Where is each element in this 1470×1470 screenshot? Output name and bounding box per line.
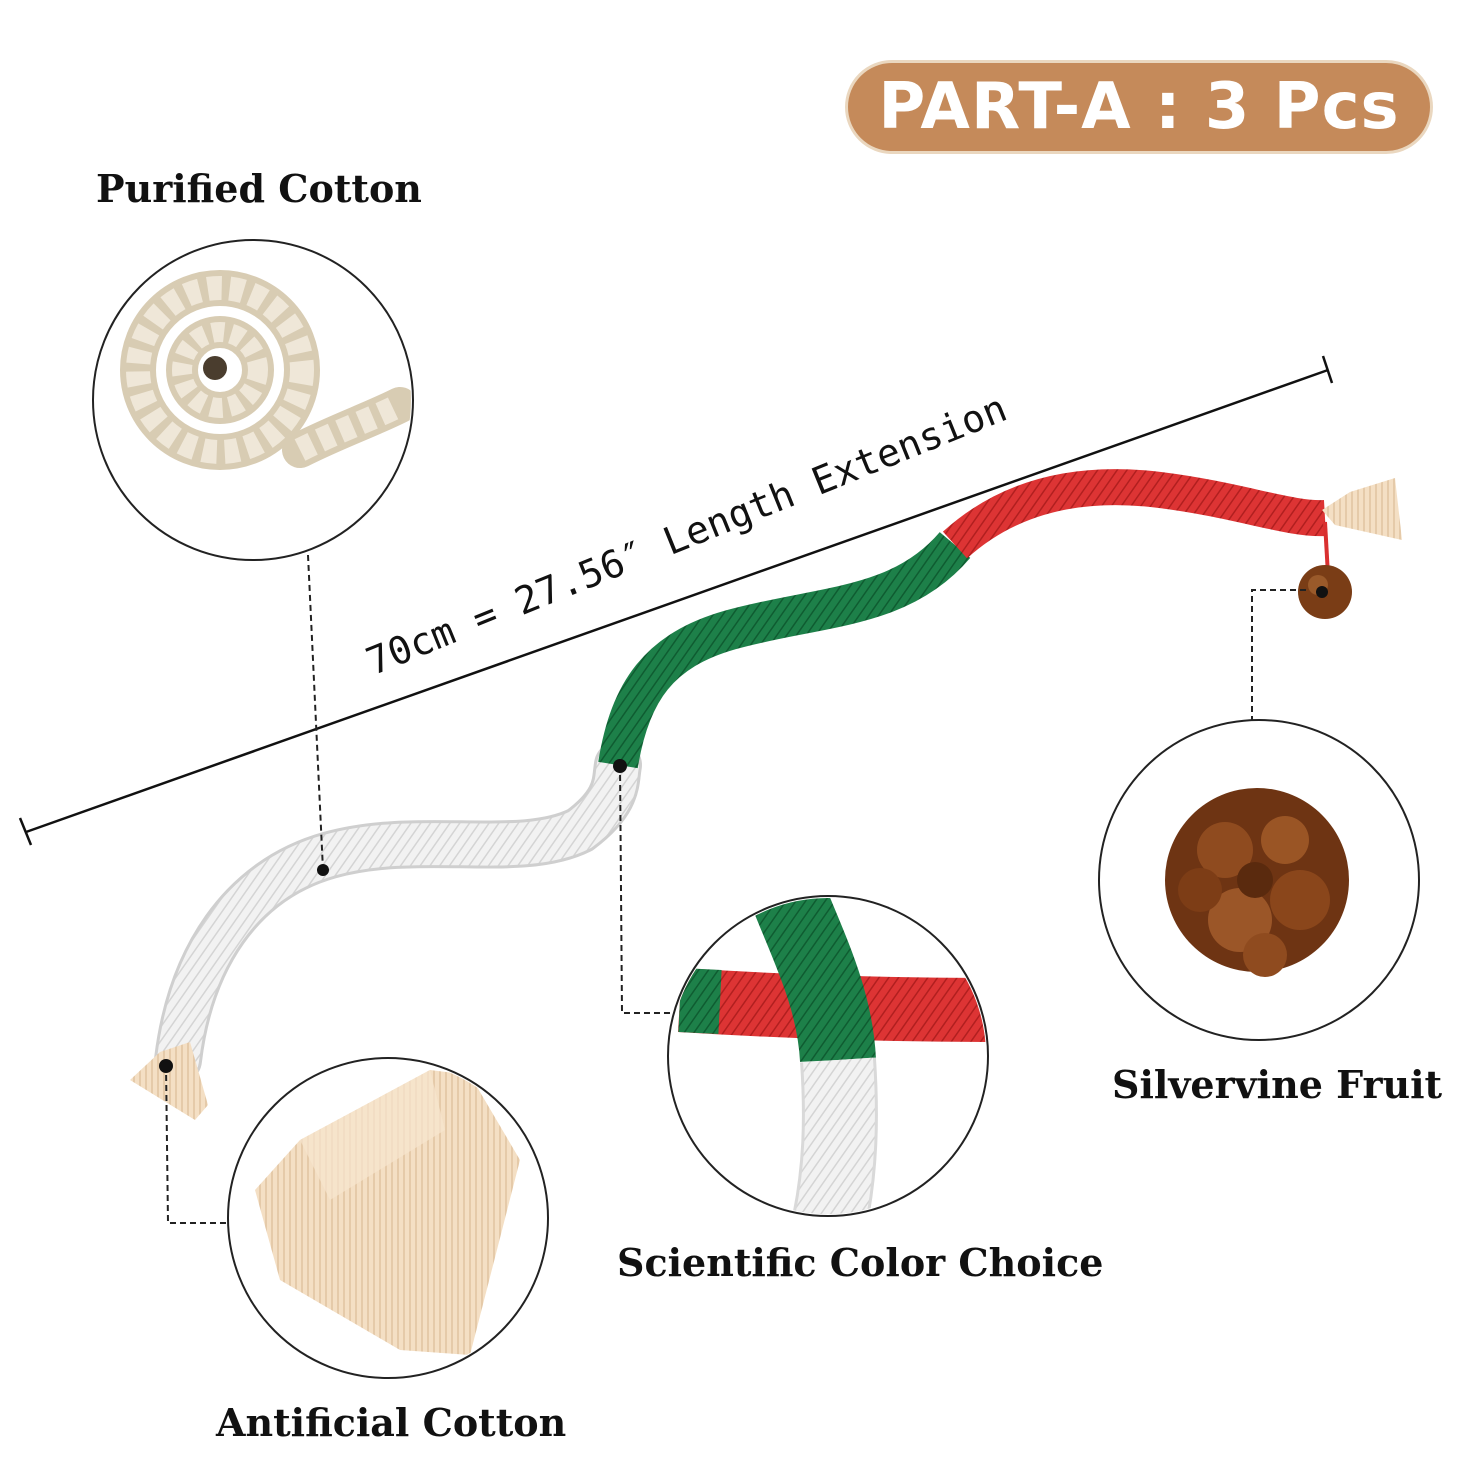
silvervine-fruit-circle (1098, 719, 1420, 1041)
part-badge-text: PART-A : 3 Pcs (878, 70, 1400, 144)
silvervine-fruit-label: Silvervine Fruit (1112, 1062, 1443, 1107)
rope-tassel-left (130, 1042, 208, 1120)
artificial-cotton-label: Antificial Cotton (216, 1400, 567, 1445)
part-badge: PART-A : 3 Pcs (845, 60, 1433, 154)
purified-cotton-label: Purified Cotton (96, 166, 422, 211)
purified-cotton-circle (92, 239, 414, 561)
callout-connectors (165, 554, 1306, 1224)
rope-tassel-right (1322, 478, 1402, 540)
callout-dots (159, 586, 1328, 1073)
scientific-color-choice-label: Scientific Color Choice (617, 1240, 1104, 1285)
rope-toy (130, 469, 1402, 1120)
color-choice-circle (667, 895, 989, 1217)
artificial-cotton-circle (227, 1057, 549, 1379)
measurement-line (18, 355, 1334, 846)
